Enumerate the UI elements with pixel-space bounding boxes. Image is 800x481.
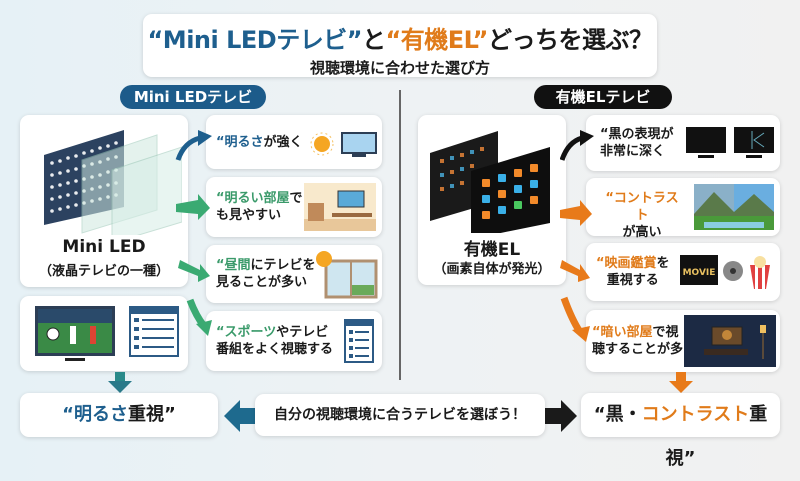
mini-led-desc: （液晶テレビの一種） [38, 264, 169, 279]
title-card: “Mini LEDテレビ”と“有機EL”どっちを選ぶ？ 視聴環境に合わせた選び方 [143, 14, 657, 77]
black-tv-icon [686, 127, 774, 158]
sports-program-card [20, 296, 188, 371]
left-item-bright-room: “明るい部屋でも見やすい [206, 177, 382, 237]
page-subtitle: 視聴環境に合わせた選び方 [309, 59, 490, 77]
program-guide-icon [344, 319, 374, 363]
arrow-black-icon [580, 130, 594, 146]
mini-led-name: Mini LED [62, 237, 146, 257]
right-item-movie: “映画鑑賞を重視する MOVIE [586, 243, 780, 301]
left-item-daytime: “昼間にテレビを見ることが多い [206, 245, 382, 303]
center-message: 自分の視聴環境に合うテレビを選ぼう！ [255, 394, 545, 436]
mini-led-product-card: Mini LED （液晶テレビの一種） [20, 115, 188, 287]
center-divider [399, 90, 401, 380]
oled-product-card: 有機EL （画素自体が発光） [418, 115, 566, 285]
movie-icons: MOVIE [680, 255, 770, 289]
dark-room-icon [684, 315, 776, 367]
arrow-blue-icon [198, 130, 212, 146]
result-black-contrast: “黒・コントラスト重視” [581, 393, 780, 469]
sun-window-icon [316, 251, 378, 299]
oled-desc: （画素自体が発光） [433, 262, 551, 277]
landscape-icon [694, 184, 774, 230]
mini-led-panel-icon [44, 130, 182, 235]
arrow-right-icon [545, 400, 577, 432]
sports-tv-icon [35, 306, 179, 361]
arrow-orange-icon [560, 200, 592, 226]
arrow-green-icon [176, 194, 210, 220]
left-item-brightness: “明るさが強く [206, 115, 382, 169]
svg-text:MOVIE: MOVIE [683, 268, 716, 278]
left-connector-arrows [175, 130, 212, 336]
mini-led-pill: Mini LEDテレビ [120, 85, 266, 109]
right-connector-arrows [560, 130, 594, 342]
page-title: “Mini LEDテレビ”と“有機EL”どっちを選ぶ？ [147, 26, 653, 54]
living-room-icon [304, 183, 376, 231]
left-item-sports: “スポーツやテレビ番組をよく視聴する [206, 311, 382, 371]
result-brightness: “明るさ重視” [20, 393, 218, 437]
arrow-down-blue-icon [108, 372, 132, 393]
oled-pill: 有機ELテレビ [534, 85, 672, 109]
arrow-down-orange-icon [669, 372, 693, 393]
right-item-dark-room: “暗い部屋で視聴することが多い [586, 310, 780, 372]
right-item-black: “黒の表現が非常に深く [586, 115, 780, 171]
oled-panel-icon [430, 131, 550, 233]
arrow-left-icon [224, 400, 256, 432]
oled-name: 有機EL [463, 240, 521, 260]
sun-tv-icon [310, 132, 377, 157]
right-item-contrast: “コントラストが高い [586, 178, 780, 240]
